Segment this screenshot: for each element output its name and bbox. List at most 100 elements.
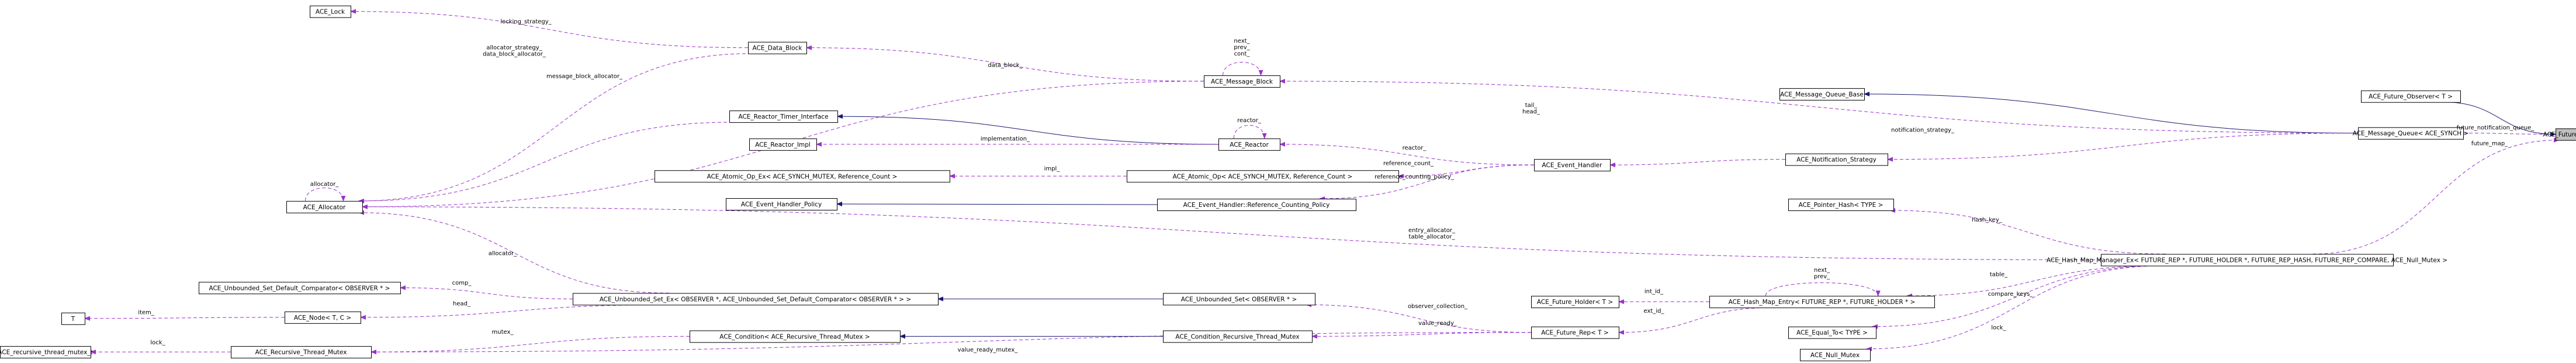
node-label: ACE_Allocator (303, 204, 346, 211)
node-event-handler-policy[interactable]: ACE_Event_Handler_Policy (726, 198, 837, 211)
edge-line (2443, 102, 2556, 137)
node-message-queue[interactable]: ACE_Message_Queue< ACE_SYNCH > (2353, 127, 2469, 140)
edge-line (837, 114, 1219, 145)
node-label: ACE_Future_Rep< T > (1541, 330, 1609, 337)
node-data-block[interactable]: ACE_Data_Block (748, 42, 807, 54)
node-future-set[interactable]: ACE_Future_Set< T > (2543, 128, 2576, 141)
self-loop-hash-map-entry (1765, 282, 1881, 297)
edge-label-hash-key: hash_key_ (1972, 217, 2003, 223)
node-atomic-op-ex[interactable]: ACE_Atomic_Op_Ex< ACE_SYNCH_MUTEX, Refer… (655, 170, 950, 183)
edge-line (1618, 307, 1773, 335)
node-label: ACE_Null_Mutex (1810, 352, 1860, 359)
node-label: T (71, 316, 75, 323)
edge-hash-map-manager-ex-to-pointer-hash (1889, 208, 2166, 255)
edge-reactor-to-reactor-timer-interface (837, 114, 1219, 145)
node-box (0, 346, 91, 359)
node-unbounded-set[interactable]: ACE_Unbounded_Set< OBSERVER * > (1163, 293, 1315, 306)
edge-future-rep-to-recursive-thread-mutex (371, 332, 1532, 355)
node-box (1788, 326, 1876, 339)
node-equal-to[interactable]: ACE_Equal_To< TYPE > (1788, 326, 1876, 339)
node-box (285, 311, 361, 324)
edge-line (371, 336, 690, 355)
edge-line (1306, 302, 1532, 333)
edge-line (1319, 164, 1535, 201)
node-label: ACE_Unbounded_Set_Default_Comparator< OB… (209, 285, 390, 292)
edge-line (358, 53, 752, 203)
node-reactor-timer-interface[interactable]: ACE_Reactor_Timer_Interface (729, 110, 838, 123)
edges-layer (84, 9, 2560, 355)
node-message-block[interactable]: ACE_Message_Block (1204, 75, 1280, 88)
edge-labels-layer: future_notification_queue_future_map_tai… (138, 19, 2535, 354)
node-ref-counting-policy[interactable]: ACE_Event_Handler::Reference_Counting_Po… (1157, 198, 1356, 211)
node-t[interactable]: T (61, 312, 85, 325)
node-null-mutex[interactable]: ACE_Null_Mutex (1800, 348, 1871, 361)
node-allocator[interactable]: ACE_Allocator (286, 200, 363, 213)
node-label: ACE_Reactor (1230, 141, 1269, 148)
node-atomic-op[interactable]: ACE_Atomic_Op< ACE_SYNCH_MUTEX, Referenc… (1127, 170, 1399, 183)
node-notification-strategy[interactable]: ACE_Notification_Strategy (1785, 153, 1888, 166)
node-label: ACE_Message_Queue< ACE_SYNCH > (2353, 130, 2469, 137)
edge-hash-map-manager-ex-to-null-mutex (1866, 265, 2165, 351)
edge-label-next-prev-cont: next_prev_cont_ (1234, 38, 1250, 57)
node-box (61, 312, 85, 325)
node-label: ACE_Event_Handler::Reference_Counting_Po… (1183, 202, 1330, 209)
node-box (310, 5, 351, 18)
nodes-layer: ACE_Future_Set< T > ACE_Future_Observer< … (0, 5, 2576, 361)
edge-line (358, 122, 733, 203)
node-box (690, 330, 901, 343)
node-condition-rtm[interactable]: ACE_Condition< ACE_Recursive_Thread_Mute… (690, 330, 901, 343)
node-future-rep[interactable]: ACE_Future_Rep< T > (1531, 326, 1619, 339)
node-future-observer[interactable]: ACE_Future_Observer< T > (2361, 90, 2461, 103)
edge-line (362, 204, 2101, 261)
edge-hash-map-manager-ex-to-equal-to (1872, 265, 2165, 329)
node-event-handler[interactable]: ACE_Event_Handler (1534, 159, 1611, 172)
node-recursive-thread-mutex-t[interactable]: ACE_recursive_thread_mutex_t (0, 346, 93, 359)
node-box (1531, 326, 1619, 339)
edge-line (360, 304, 669, 320)
node-label: ACE_Notification_Strategy (1796, 157, 1876, 164)
edge-label-tail-head: tail_head_ (1522, 102, 1540, 115)
node-condition-recursive-thread-mutex[interactable]: ACE_Condition_Recursive_Thread_Mutex (1163, 330, 1313, 343)
edge-event-handler-to-atomic-op (1398, 164, 1535, 179)
edge-line (371, 332, 1532, 355)
node-node[interactable]: ACE_Node< T, C > (285, 311, 361, 324)
node-message-queue-base[interactable]: ACE_Message_Queue_Base (1779, 88, 1865, 101)
node-label: ACE_Equal_To< TYPE > (1796, 330, 1868, 337)
edge-label-value-ready: value_ready_ (1418, 320, 1457, 327)
node-reactor-impl[interactable]: ACE_Reactor_Impl (749, 138, 817, 151)
node-label: ACE_Condition_Recursive_Thread_Mutex (1175, 333, 1299, 340)
node-hash-map-manager-ex[interactable]: ACE_Hash_Map_Manager_Ex< FUTURE_REP *, F… (2047, 254, 2447, 267)
node-recursive-thread-mutex[interactable]: ACE_Recursive_Thread_Mutex (231, 346, 372, 359)
node-unbounded-set-default-comparator[interactable]: ACE_Unbounded_Set_Default_Comparator< OB… (199, 282, 401, 295)
edge-label-message-block-allocator: message_block_allocator_ (546, 74, 623, 80)
edge-label-item: item_ (138, 310, 155, 316)
node-label: ACE_Node< T, C > (294, 314, 351, 321)
node-box (1163, 293, 1315, 306)
edge-condition-rtm-to-recursive-thread-mutex (371, 336, 690, 355)
edge-label-comp: comp_ (452, 280, 472, 286)
node-label: ACE_Reactor_Timer_Interface (738, 113, 828, 120)
edge-line (1864, 91, 2359, 134)
node-pointer-hash[interactable]: ACE_Pointer_Hash< TYPE > (1788, 198, 1894, 211)
node-future-holder[interactable]: ACE_Future_Holder< T > (1531, 296, 1619, 309)
node-label: ACE_Future_Holder< T > (1537, 299, 1613, 306)
node-box (1531, 296, 1619, 309)
edge-label-reactor-self: reactor_ (1237, 117, 1262, 124)
edge-line (1906, 265, 2162, 299)
node-label: ACE_Unbounded_Set_Ex< OBSERVER *, ACE_Un… (600, 296, 911, 303)
node-reactor[interactable]: ACE_Reactor (1218, 138, 1280, 151)
edge-label-reactor: reactor_ (1403, 145, 1427, 151)
edge-label-future-map: future_map_ (2471, 140, 2508, 147)
edge-line (1398, 164, 1535, 179)
node-lock[interactable]: ACE_Lock (310, 5, 351, 18)
edge-label-compare-keys: compare_keys_ (1988, 291, 2034, 298)
edge-label-allocator: allocator_ (489, 250, 518, 257)
node-box (729, 110, 838, 123)
edge-message-queue-to-future-set (2463, 132, 2556, 137)
node-hash-map-entry[interactable]: ACE_Hash_Map_Entry< FUTURE_REP *, FUTURE… (1709, 296, 1935, 309)
node-label: ACE_Data_Block (753, 45, 803, 52)
node-label: ACE_Atomic_Op< ACE_SYNCH_MUTEX, Referenc… (1173, 173, 1353, 180)
node-unbounded-set-ex[interactable]: ACE_Unbounded_Set_Ex< OBSERVER *, ACE_Un… (573, 293, 939, 306)
node-label: ACE_recursive_thread_mutex_t (0, 349, 93, 356)
edge-hash-map-manager-ex-to-hash-map-entry (1906, 265, 2162, 299)
